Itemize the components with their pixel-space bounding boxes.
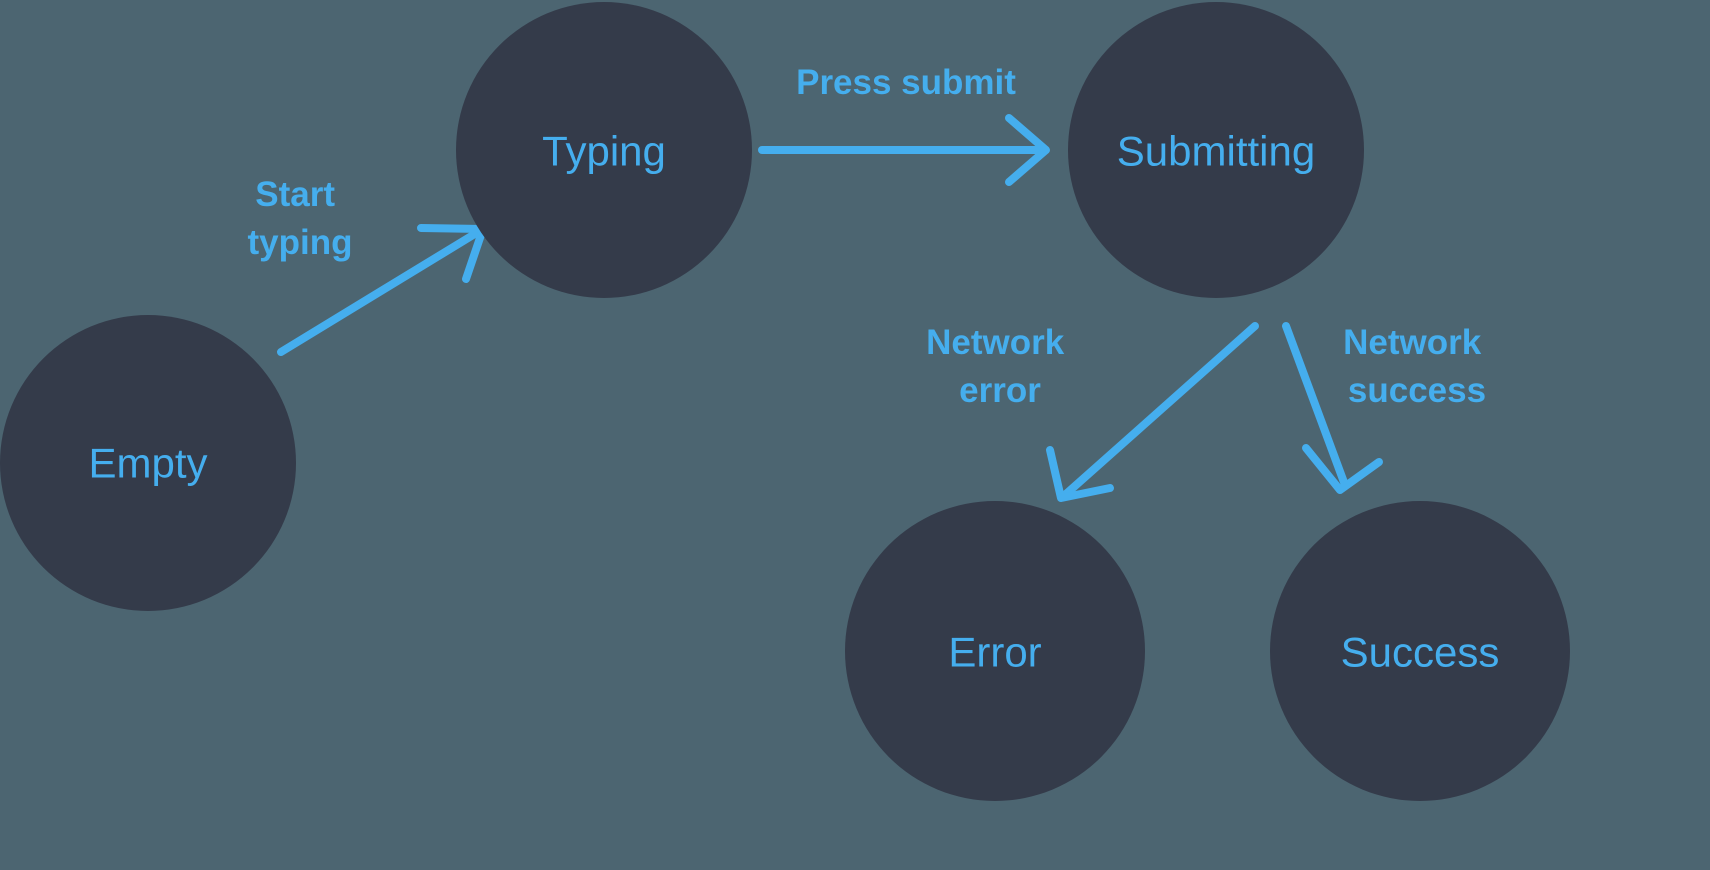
state-node-typing[interactable]: Typing <box>456 2 752 298</box>
state-circle-success[interactable] <box>1270 501 1570 801</box>
start-typing-label-line-1: Start <box>255 175 335 214</box>
network-success-label-line-2: success <box>1348 371 1486 410</box>
state-label-success: Success <box>1341 629 1500 676</box>
network-error-label-line-2: error <box>959 371 1041 410</box>
state-node-success[interactable]: Success <box>1270 501 1570 801</box>
start-typing-label-line-2: typing <box>248 223 353 262</box>
network-error-label: Network error <box>926 323 1074 410</box>
state-label-error: Error <box>948 629 1041 676</box>
start-typing-line <box>277 228 482 356</box>
press-submit-label: Press submit <box>796 63 1016 102</box>
transition-network-error: Network error <box>926 322 1259 502</box>
start-typing-label: Start typing <box>248 175 353 262</box>
network-success-label: Network success <box>1343 323 1491 410</box>
state-circle-typing[interactable] <box>456 2 752 298</box>
network-success-line <box>1282 322 1349 489</box>
state-circle-empty[interactable] <box>0 315 296 611</box>
network-success-arrowhead <box>1302 444 1383 494</box>
transition-press-submit: Press submit <box>758 63 1050 186</box>
state-label-empty: Empty <box>88 440 207 487</box>
press-submit-arrowhead <box>1005 114 1050 186</box>
state-circle-submitting[interactable] <box>1068 2 1364 298</box>
network-success-label-line-1: Network <box>1343 323 1482 362</box>
state-label-submitting: Submitting <box>1117 128 1315 175</box>
state-node-submitting[interactable]: Submitting <box>1068 2 1364 298</box>
transition-network-success: Network success <box>1282 322 1491 494</box>
network-error-line <box>1062 322 1259 498</box>
network-error-arrowhead <box>1046 446 1114 502</box>
press-submit-label-line-1: Press submit <box>796 63 1016 102</box>
state-node-error[interactable]: Error <box>845 501 1145 801</box>
state-node-empty[interactable]: Empty <box>0 315 296 611</box>
network-error-label-line-1: Network <box>926 323 1065 362</box>
state-circle-error[interactable] <box>845 501 1145 801</box>
state-label-typing: Typing <box>542 128 666 175</box>
